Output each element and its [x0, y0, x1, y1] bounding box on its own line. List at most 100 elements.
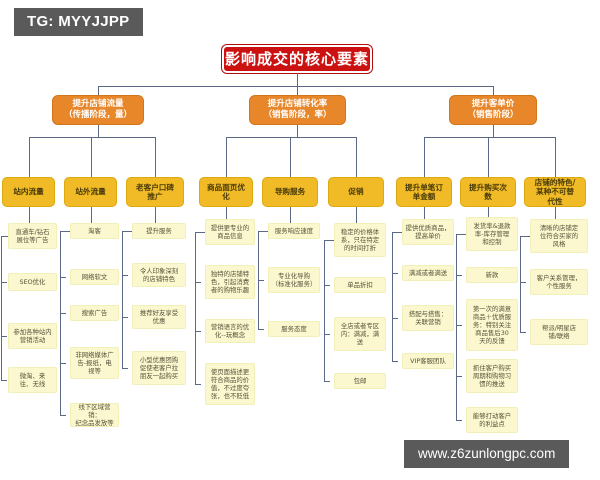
connector-group-bus — [226, 137, 356, 138]
leaf-node-3-2-2: 新款 — [466, 267, 518, 283]
connector-group-bus — [424, 137, 555, 138]
connector-group-stem — [98, 125, 99, 137]
connector-leaf-tick — [456, 275, 462, 276]
group-node-1-3: 老客户口碑 推广 — [126, 177, 184, 207]
connector-leaf-spine — [392, 232, 393, 361]
root-node-core-elements: 影响成交的核心要素 — [222, 45, 372, 73]
connector-group-stem — [493, 125, 494, 137]
leaf-node-1-2-5: 线下区域营销： 纪念品发放等 — [70, 403, 119, 427]
connector-leaf-spine — [195, 232, 196, 384]
connector-leaf-spine — [520, 236, 521, 332]
connector-leaf-tick — [392, 361, 398, 362]
group-node-2-3: 促销 — [328, 177, 384, 207]
connector-level2-drop — [297, 86, 298, 95]
connector-leaf-tick — [122, 368, 128, 369]
leaf-node-2-3-4: 包邮 — [334, 373, 386, 389]
connector-leaf-tick — [258, 231, 264, 232]
connector-leaf-spine — [60, 231, 61, 415]
connector-group-drop — [488, 137, 489, 177]
connector-leaf-tick — [324, 285, 330, 286]
connector-leaf-tick — [1, 236, 7, 237]
connector-level2-bus — [98, 86, 493, 87]
connector-group-drop — [356, 137, 357, 177]
leaf-node-3-2-3: 第一次的满意 商品＋优质服 务：特别关注 商品售后30 天的反馈 — [466, 299, 518, 351]
leaf-node-3-1-3: 搭配与搭售： 关联营销 — [402, 305, 454, 331]
leaf-node-1-1-2: SEO优化 — [8, 273, 57, 291]
leaf-node-3-3-3: 帮派/明星店 铺/联络 — [530, 319, 588, 345]
leaf-node-2-2-3: 服务态度 — [268, 321, 320, 337]
group-node-2-2: 导购服务 — [262, 177, 318, 207]
diagram-canvas: 影响成交的核心要素提升店铺流量 （传播阶段，量） 提升店铺转化率 （销售阶段，率）… — [0, 37, 600, 441]
leaf-node-1-2-2: 网络软文 — [70, 269, 119, 285]
leaf-node-3-3-2: 客户关系管理， 个性服务 — [530, 269, 588, 295]
branch-node-1: 提升店铺流量 （传播阶段，量） — [52, 95, 144, 125]
group-node-1-1: 站内流量 — [2, 177, 55, 207]
connector-leaf-tick — [122, 275, 128, 276]
connector-leaf-spine — [456, 234, 457, 420]
connector-leaf-tick — [392, 318, 398, 319]
connector-leaf-tick — [520, 282, 526, 283]
connector-leaf-stem — [155, 207, 156, 231]
leaf-node-2-3-2: 单品折扣 — [334, 277, 386, 293]
leaf-node-3-3-1: 清晰的店铺定 位符合买家的 风格 — [530, 219, 588, 253]
leaf-node-2-1-1: 提供更专业的 商品信息 — [205, 219, 255, 245]
connector-leaf-tick — [258, 280, 264, 281]
leaf-node-3-1-1: 提供优质商品， 提高单价 — [402, 219, 454, 245]
connector-leaf-tick — [520, 332, 526, 333]
leaf-node-3-2-5: 能够打动客户 的利益点 — [466, 407, 518, 433]
connector-group-drop — [155, 137, 156, 177]
group-node-3-1: 提升单笔订 单金额 — [396, 177, 452, 207]
connector-leaf-tick — [195, 232, 201, 233]
connector-leaf-tick — [324, 240, 330, 241]
leaf-node-2-2-1: 服务响应速度 — [268, 223, 320, 239]
connector-leaf-spine — [324, 240, 325, 381]
branch-node-2: 提升店铺转化率 （销售阶段，率） — [249, 95, 346, 125]
tg-watermark: TG: MYYJJPP — [14, 8, 143, 36]
leaf-node-2-2-2: 专业化导购 （标准化服务） — [268, 267, 320, 293]
connector-leaf-tick — [324, 381, 330, 382]
connector-leaf-tick — [195, 384, 201, 385]
connector-group-drop — [290, 137, 291, 177]
connector-leaf-spine — [122, 231, 123, 368]
connector-group-drop — [424, 137, 425, 177]
connector-leaf-tick — [122, 317, 128, 318]
connector-leaf-tick — [60, 415, 66, 416]
connector-leaf-tick — [195, 282, 201, 283]
leaf-node-1-2-3: 搜索广告 — [70, 305, 119, 321]
connector-leaf-tick — [520, 236, 526, 237]
branch-node-3: 提升客单价 （销售阶段） — [449, 95, 537, 125]
group-node-3-2: 提升购买次 数 — [460, 177, 516, 207]
leaf-node-1-2-1: 淘客 — [70, 223, 119, 239]
group-node-3-3: 店铺的特色/ 某种不可替 代性 — [524, 177, 586, 207]
leaf-node-1-3-1: 提升服务 — [132, 223, 186, 239]
connector-leaf-spine — [1, 236, 2, 380]
connector-level2-drop — [98, 86, 99, 95]
leaf-node-2-3-1: 稳定的价格体 系，只在特定 的时间打折 — [334, 223, 386, 257]
connector-level2-drop — [493, 86, 494, 95]
connector-group-bus — [28, 137, 155, 138]
connector-leaf-stem — [290, 207, 291, 231]
connector-leaf-tick — [1, 336, 7, 337]
group-node-1-2: 站外流量 — [64, 177, 117, 207]
connector-group-drop — [226, 137, 227, 177]
connector-group-drop — [28, 137, 30, 177]
leaf-node-3-2-1: 发货率&退款 率-库存管理 和控制 — [466, 217, 518, 251]
connector-leaf-tick — [392, 273, 398, 274]
leaf-node-1-3-2: 令人印象深刻 的店铺特色 — [132, 263, 186, 287]
leaf-node-1-1-4: 微淘、来 往、无线 — [8, 367, 57, 393]
connector-leaf-tick — [456, 420, 462, 421]
leaf-node-1-3-3: 推荐好友享受 优惠 — [132, 305, 186, 329]
connector-leaf-tick — [456, 325, 462, 326]
connector-leaf-tick — [60, 363, 66, 364]
connector-root-stem — [297, 73, 298, 86]
connector-leaf-tick — [456, 376, 462, 377]
leaf-node-1-1-1: 直通车/钻石 展位等广告 — [8, 223, 57, 249]
connector-leaf-tick — [392, 232, 398, 233]
leaf-node-3-1-2: 满减或者满送 — [402, 265, 454, 281]
leaf-node-2-3-3: 全店或者专区 内：满减，满 送 — [334, 317, 386, 351]
leaf-node-3-1-4: VIP客服团队 — [402, 353, 454, 369]
connector-leaf-tick — [258, 329, 264, 330]
leaf-node-2-1-3: 营销语言的优 化--玩概念 — [205, 319, 255, 343]
connector-leaf-tick — [60, 277, 66, 278]
